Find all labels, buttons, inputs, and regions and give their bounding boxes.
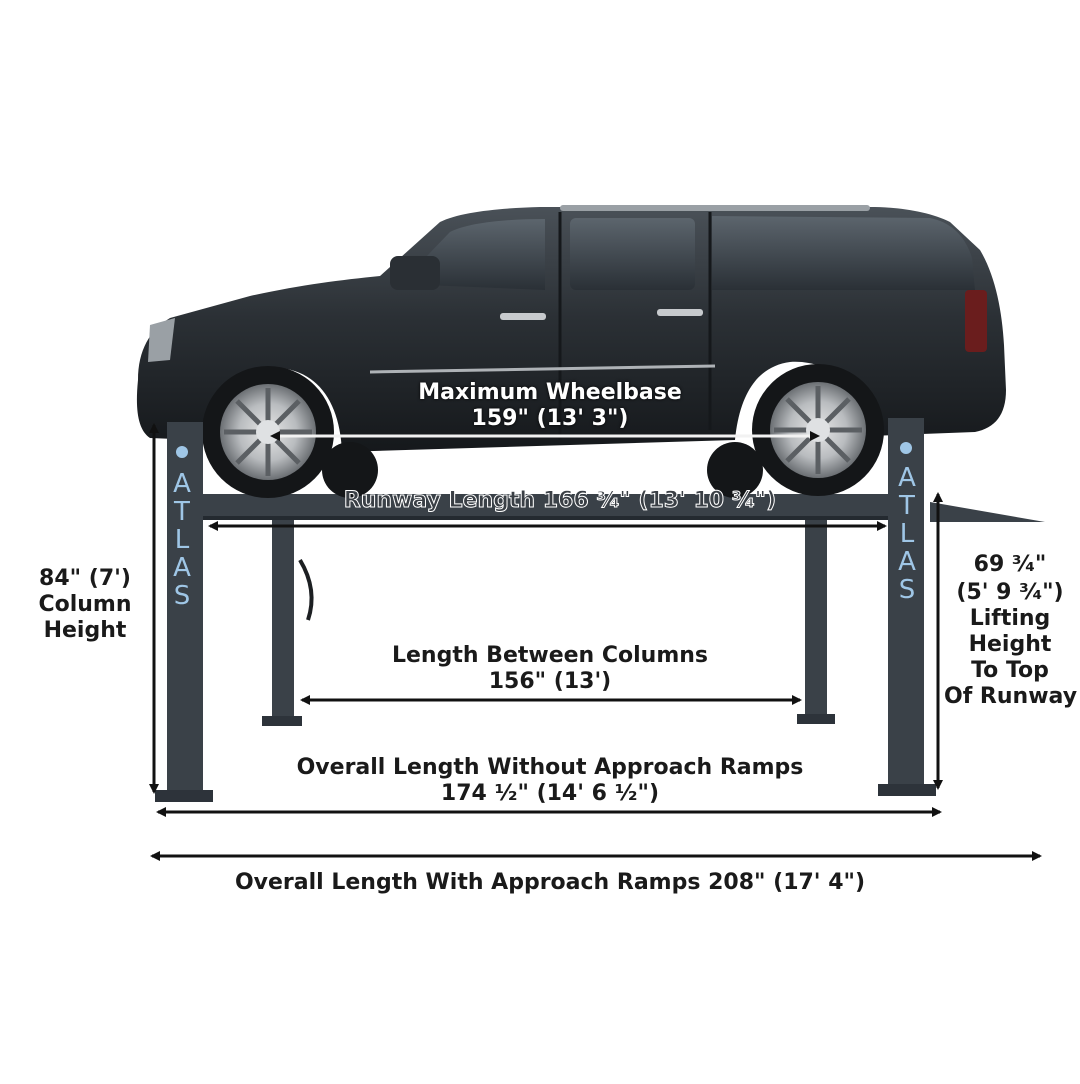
approach-ramp-rear: [930, 502, 1045, 522]
brand-right: A T L A S: [892, 464, 922, 604]
overall-without-value: 174 ¹⁄₂" (14' 6 ¹⁄₂"): [440, 781, 660, 806]
column-height-value: 84" (7'): [39, 566, 131, 591]
column-height-line2: Height: [43, 618, 127, 643]
brand-letter: A: [898, 547, 916, 577]
rear-column-right: [797, 518, 835, 724]
runway: [198, 494, 898, 518]
lifting-height-line4: Of Runway: [944, 684, 1078, 709]
front-wheel: [202, 366, 334, 498]
brand-letter: A: [173, 469, 191, 499]
front-column-left: [155, 422, 213, 802]
brand-letter: A: [173, 553, 191, 583]
brand-letter: S: [173, 581, 191, 611]
front-column-right: [878, 418, 936, 796]
lifting-height-line1: Lifting: [969, 606, 1051, 631]
max-wheelbase-title: Maximum Wheelbase: [418, 380, 682, 405]
between-columns-value: 156" (13'): [488, 669, 612, 694]
lifting-height-value2: (5' 9 ³⁄₄"): [956, 580, 1064, 605]
brand-letter: S: [898, 575, 916, 605]
brand-letter: T: [899, 491, 915, 521]
between-columns-title: Length Between Columns: [391, 643, 709, 668]
rear-column-left: [262, 518, 314, 726]
lifting-height-value1: 69 ³⁄₄": [973, 552, 1047, 577]
suv-vehicle: [136, 205, 1006, 498]
overall-without-title: Overall Length Without Approach Ramps: [296, 755, 804, 780]
overall-with-label: Overall Length With Approach Ramps 208" …: [234, 870, 866, 895]
lifting-height-line3: To Top: [971, 658, 1049, 683]
runway-length-label: Runway Length 166 ³⁄₄" (13' 10 ³⁄₄"): [343, 488, 777, 514]
column-height-line1: Column: [38, 592, 132, 617]
rear-wheel: [752, 364, 884, 496]
brand-letter: L: [899, 519, 915, 549]
brand-letter: A: [898, 463, 916, 493]
brand-left: A T L A S: [167, 470, 197, 610]
max-wheelbase-value: 159" (13' 3"): [471, 406, 629, 431]
brand-letter: L: [174, 525, 190, 555]
lifting-height-line2: Height: [968, 632, 1052, 657]
brand-letter: T: [174, 497, 190, 527]
